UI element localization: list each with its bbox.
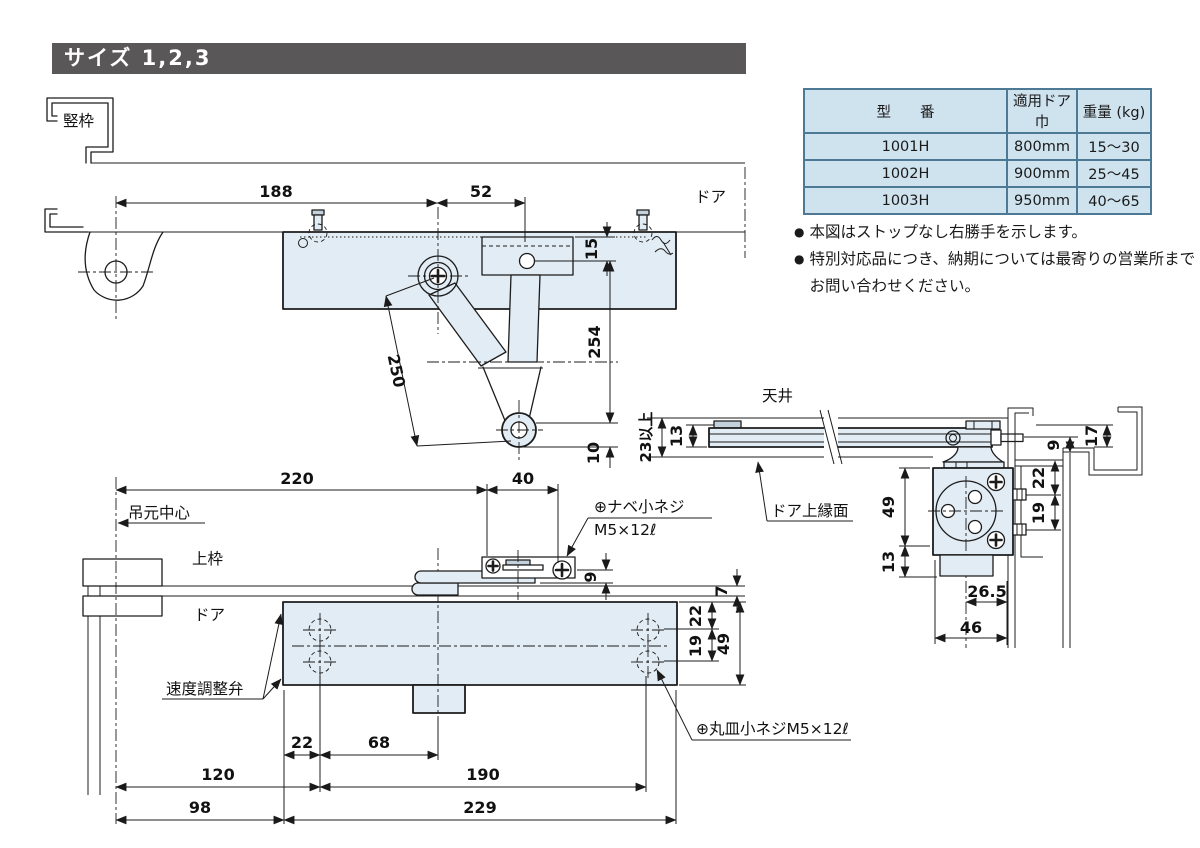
arm-assembly-front [411, 550, 576, 600]
col-header-door-width: 適用ドア巾 [1006, 88, 1078, 134]
note-text: 本図はストップなし右勝手を示します。 [809, 223, 1087, 241]
hinge-bracket [78, 196, 164, 320]
front-view: 吊元中心 上枠 ドア 速度調整弁 ⊕ナベ小ネジ M5×12ℓ ⊕丸皿小ネジM5×… [82, 469, 851, 825]
side-view-dimensions: 23以上 13 9 17 22 19 49 13 26.5 46 天井 ドア上縁… [637, 387, 1113, 645]
dim-front-22v: 22 [686, 605, 705, 627]
cell-door-width: 900mm [1006, 159, 1078, 188]
dim-top-250: 250 [384, 353, 410, 390]
mounting-bolts [298, 209, 674, 256]
label-flat-screw: ⊕丸皿小ネジM5×12ℓ [696, 720, 849, 738]
valve-marks [303, 613, 665, 679]
label-speed-valve: 速度調整弁 [166, 680, 244, 698]
cell-door-width: 800mm [1006, 132, 1078, 161]
note-text: 特別対応品につき、納期については最寄りの営業所までお問い合わせください。 [809, 250, 1196, 295]
dim-side-46: 46 [960, 618, 982, 637]
bullet-icon: ● [794, 225, 805, 239]
front-view-dimensions: 220 40 9 7 22 19 49 22 68 120 190 98 229 [115, 469, 746, 825]
dim-top-52: 52 [470, 182, 492, 201]
notes: ● 本図はストップなし右勝手を示します。 ● 特別対応品につき、納期については最… [794, 219, 1198, 300]
dim-front-220: 220 [280, 469, 313, 488]
arm-side [708, 408, 1024, 469]
spec-table: 型 番 適用ドア巾 重量 (kg) 1001H 800mm 15〜30 1002… [803, 88, 1152, 215]
cell-weight: 15〜30 [1076, 132, 1152, 161]
table-row: 1003H 950mm 40〜65 [803, 186, 1152, 215]
cell-weight: 25〜45 [1076, 159, 1152, 188]
col-header-model: 型 番 [803, 88, 1008, 134]
spec-table-header-row: 型 番 適用ドア巾 重量 (kg) [803, 88, 1152, 134]
col-header-weight: 重量 (kg) [1076, 88, 1152, 134]
note-item: ● 本図はストップなし右勝手を示します。 [794, 219, 1198, 246]
closer-body-front [282, 548, 678, 720]
dim-top-254: 254 [585, 325, 604, 358]
label-door-front: ドア [194, 606, 225, 624]
dim-front-7: 7 [712, 585, 731, 596]
closer-body-side [928, 467, 1027, 648]
label-ceiling: 天井 [762, 387, 793, 405]
dim-side-13-body: 13 [879, 551, 898, 573]
dim-side-23min: 23以上 [637, 412, 655, 463]
dim-side-19: 19 [1029, 502, 1048, 524]
cell-door-width: 950mm [1006, 186, 1078, 215]
dim-front-68: 68 [368, 733, 390, 752]
dim-front-98: 98 [189, 798, 211, 817]
table-row: 1002H 900mm 25〜45 [803, 159, 1152, 188]
cell-model: 1003H [803, 186, 1008, 215]
dim-front-9: 9 [581, 571, 600, 582]
vertical-frame-profile [44, 97, 745, 233]
dim-side-13-arm: 13 [667, 425, 686, 447]
dim-top-15: 15 [582, 238, 601, 260]
note-item: ● 特別対応品につき、納期については最寄りの営業所までお問い合わせください。 [794, 246, 1198, 300]
dim-front-120: 120 [201, 765, 234, 784]
dim-front-19v: 19 [686, 635, 705, 657]
label-hinge-center: 吊元中心 [128, 504, 190, 522]
closer-body-top [282, 231, 677, 310]
label-door-top-edge: ドア上縁面 [771, 502, 849, 520]
dim-side-26-5: 26.5 [967, 582, 1006, 601]
front-view-labels: 吊元中心 上枠 ドア 速度調整弁 ⊕ナベ小ネジ M5×12ℓ ⊕丸皿小ネジM5×… [117, 498, 851, 741]
dim-front-49v: 49 [714, 633, 733, 655]
label-pan-screw-line1: ⊕ナベ小ネジ [594, 498, 685, 516]
dim-front-40: 40 [512, 469, 534, 488]
dim-top-188: 188 [259, 182, 292, 201]
label-pan-screw-line2: M5×12ℓ [594, 521, 656, 539]
cell-weight: 40〜65 [1076, 186, 1152, 215]
dim-side-49: 49 [879, 496, 898, 518]
dim-front-229: 229 [463, 798, 496, 817]
dim-side-17: 17 [1082, 425, 1101, 447]
cell-model: 1002H [803, 159, 1008, 188]
ceiling-frame-profile [1007, 406, 1143, 648]
dim-top-10: 10 [584, 442, 603, 464]
label-upper-frame: 上枠 [192, 550, 223, 568]
cell-model: 1001H [803, 132, 1008, 161]
break-gap [824, 408, 838, 466]
label-tatewaku: 竪枠 [63, 112, 94, 130]
table-row: 1001H 800mm 15〜30 [803, 132, 1152, 161]
side-view: 23以上 13 9 17 22 19 49 13 26.5 46 天井 ドア上縁… [637, 387, 1143, 648]
page-title: サイズ 1,2,3 [52, 43, 746, 74]
top-view: 188 52 15 254 10 250 竪枠 ドア [44, 97, 746, 468]
dim-side-9: 9 [1044, 439, 1063, 450]
bullet-icon: ● [794, 252, 805, 266]
label-door-top: ドア [695, 188, 726, 206]
dim-side-22: 22 [1029, 467, 1048, 489]
top-view-dimensions: 188 52 15 254 10 250 竪枠 ドア [63, 112, 746, 468]
dim-front-22h: 22 [291, 733, 313, 752]
dim-front-190: 190 [466, 765, 499, 784]
